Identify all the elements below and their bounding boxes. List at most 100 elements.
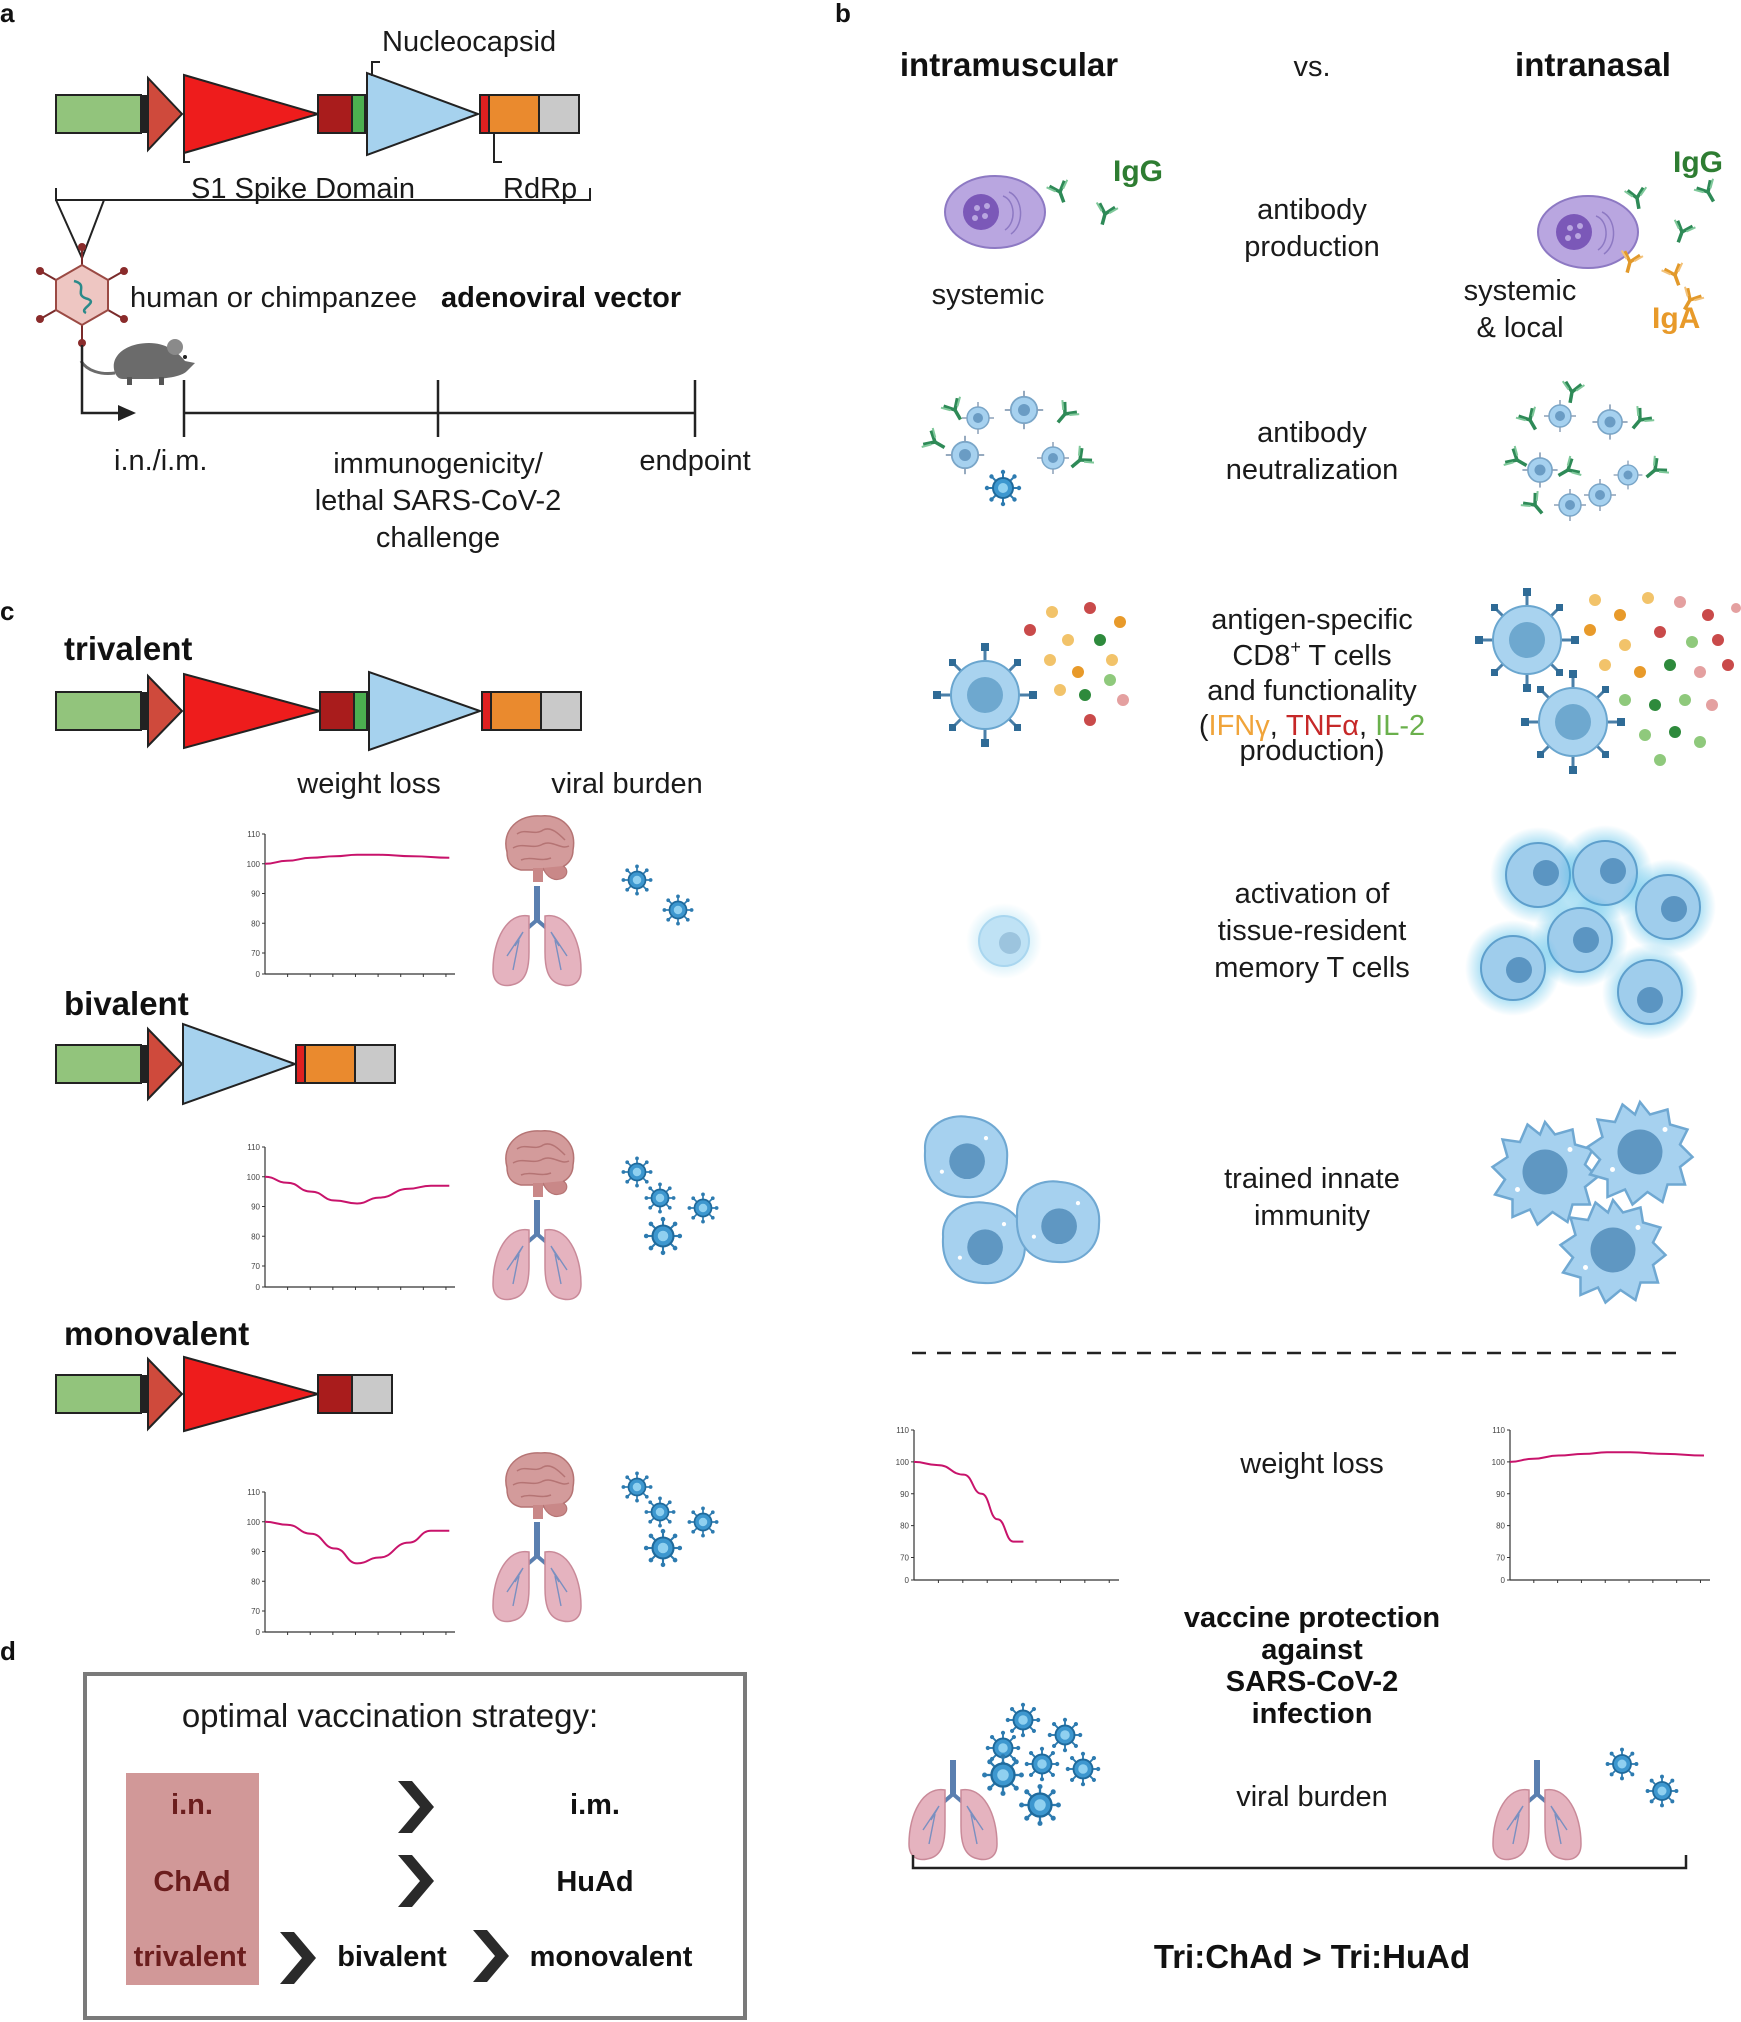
row5-line1: trained innate — [1224, 1163, 1400, 1195]
weight-curve-line — [264, 1175, 450, 1205]
chart-tick-label: 100 — [247, 860, 261, 869]
systemic-label: systemic — [932, 279, 1045, 311]
row4-line3: memory T cells — [1214, 952, 1410, 984]
brain-icon — [505, 815, 575, 883]
chart-tick-label: 70 — [1496, 1554, 1505, 1563]
igg-label-right: IgG — [1673, 146, 1723, 179]
panel-label-c: c — [0, 596, 14, 626]
weight-chart: 110 100 90 80 70 0 — [896, 1426, 1119, 1585]
neutralization-right-icons — [1501, 379, 1671, 523]
cd8-right-icons — [1473, 586, 1741, 776]
timeline-label-2-line3: challenge — [376, 522, 500, 554]
chart-tick-label: 0 — [1501, 1576, 1506, 1585]
trm-left-icon — [966, 903, 1042, 979]
plasma-cell-icon — [1537, 195, 1639, 269]
protection-line3: SARS-CoV-2 — [1226, 1666, 1398, 1698]
row2-line1: antibody — [1257, 417, 1367, 449]
igg-antibody-icon — [1666, 218, 1698, 248]
trivalent-construct — [55, 670, 582, 752]
chart-tick-label: 110 — [247, 830, 260, 839]
c-weight-loss-label: weight loss — [296, 768, 440, 800]
chart-tick-label: 70 — [900, 1554, 909, 1563]
chart-tick-label: 80 — [1496, 1522, 1505, 1531]
chart-tick-label: 0 — [256, 1628, 261, 1637]
igg-label-left: IgG — [1113, 155, 1163, 188]
c-viral-burden-label: viral burden — [551, 768, 703, 800]
monovalent-construct — [55, 1355, 393, 1433]
virus-icon — [642, 1215, 684, 1257]
panel-label-a: a — [0, 0, 15, 28]
bracket — [911, 1855, 1688, 1870]
optimal-highlight — [126, 1773, 259, 1985]
igg-antibody-icon — [1089, 200, 1120, 230]
iga-label: IgA — [1652, 302, 1700, 335]
chart-tick-label: 90 — [900, 1490, 909, 1499]
chart-tick-label: 80 — [900, 1522, 909, 1531]
rdrp-label: RdRp — [503, 173, 577, 205]
timeline-label-1: i.n./i.m. — [114, 445, 207, 477]
brain-icon — [505, 1130, 575, 1198]
col-intranasal: intranasal — [1515, 46, 1671, 83]
chart-tick-label: 110 — [896, 1426, 909, 1435]
tnfa-label: TNFα — [1286, 710, 1359, 742]
chart-tick-label: 0 — [256, 970, 261, 979]
virus-icon — [686, 1191, 720, 1225]
adenovirus-icon — [36, 243, 128, 347]
lungs-icon — [1491, 1758, 1583, 1862]
strategy-in: i.n. — [171, 1789, 213, 1821]
ifng-label: IFNγ — [1209, 710, 1271, 742]
chart-tick-label: 90 — [251, 1203, 260, 1212]
b-viral-burden-label: viral burden — [1236, 1781, 1388, 1813]
vector-text: human or chimpanzee adenoviral vector — [130, 282, 681, 314]
chart-tick-label: 110 — [247, 1488, 260, 1497]
chart-tick-label: 110 — [1492, 1426, 1505, 1435]
macrophage-left-icons — [923, 1115, 1101, 1285]
strategy-im: i.m. — [570, 1789, 620, 1821]
weight-curve-line — [264, 853, 450, 865]
lungs-icon — [491, 1198, 583, 1302]
systemic-local-line1: systemic — [1464, 275, 1577, 307]
chart-tick-label: 70 — [251, 1262, 260, 1271]
virus-icon — [686, 1505, 720, 1539]
vector-text-bold: adenoviral vector — [441, 282, 681, 314]
trm-right-icons — [1465, 825, 1716, 1040]
chart-tick-label: 0 — [905, 1576, 910, 1585]
cd8-left-icons — [931, 602, 1129, 749]
strategy-huad: HuAd — [556, 1866, 633, 1898]
timeline-label-2-line2: lethal SARS-CoV-2 — [315, 485, 562, 517]
panel-label-b: b — [835, 0, 851, 28]
protection-line1: vaccine protection — [1184, 1602, 1440, 1634]
lungs-icon — [491, 884, 583, 988]
col-vs: vs. — [1293, 51, 1330, 83]
row4-line2: tissue-resident — [1218, 915, 1407, 947]
virus-icon — [1604, 1746, 1640, 1782]
chart-tick-label: 110 — [247, 1143, 260, 1152]
igg-antibody-icon — [1692, 176, 1725, 209]
mouse-icon — [79, 339, 195, 385]
nucleocapsid-label: Nucleocapsid — [382, 26, 556, 58]
strategy-bivalent: bivalent — [337, 1941, 447, 1973]
chart-tick-label: 90 — [251, 890, 260, 899]
chart-tick-label: 70 — [251, 949, 260, 958]
macrophage-right-icons — [1491, 1100, 1694, 1304]
strategy-monovalent: monovalent — [530, 1941, 693, 1973]
panel-label-d: d — [0, 1636, 16, 1666]
row5-line2: immunity — [1254, 1200, 1371, 1232]
chart-tick-label: 90 — [251, 1548, 260, 1557]
weight-curve-line — [913, 1460, 1024, 1543]
row1-line2: production — [1244, 231, 1379, 263]
virus-icon — [1644, 1773, 1680, 1809]
row3-line4: (IFNγ, TNFα, IL-2 — [1199, 710, 1425, 742]
bottom-comparison: Tri:ChAd > Tri:HuAd — [1154, 1938, 1470, 1975]
chart-tick-label: 100 — [247, 1173, 261, 1182]
chart-tick-label: 80 — [251, 1577, 260, 1586]
virus-icon — [620, 863, 654, 897]
strategy-title: optimal vaccination strategy: — [182, 1697, 598, 1734]
virus-icon — [620, 1155, 654, 1189]
igg-antibody-icon — [1622, 185, 1652, 213]
b-weight-loss-label: weight loss — [1239, 1448, 1383, 1480]
col-intramuscular: intramuscular — [900, 46, 1118, 83]
chart-tick-label: 100 — [896, 1458, 910, 1467]
